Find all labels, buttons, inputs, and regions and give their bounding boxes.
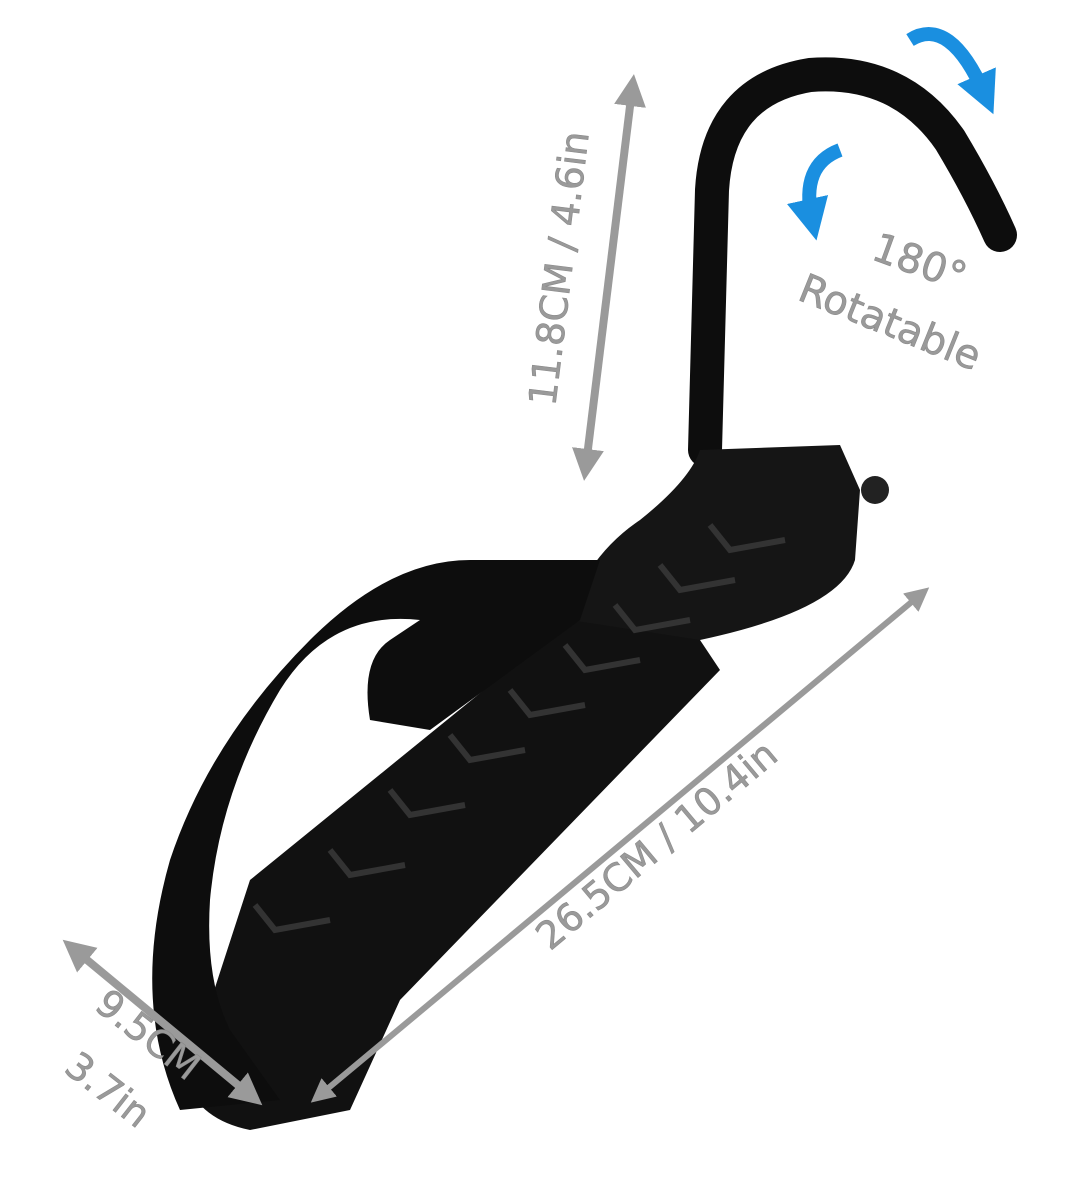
pivot-knob xyxy=(861,476,889,504)
length-dimension-arrow xyxy=(310,587,930,1103)
height-label: 11.8CM / 4.6in xyxy=(520,129,597,408)
width-dimension-arrow xyxy=(62,939,263,1106)
rotate-clockwise-icon xyxy=(906,27,996,115)
height-dimension-arrow xyxy=(572,74,646,481)
rotate-counterclockwise-icon xyxy=(787,143,843,241)
hook-arm xyxy=(688,57,1017,467)
tray-side-loop xyxy=(152,560,600,1110)
rotation-degrees-label: 180° xyxy=(866,225,972,301)
